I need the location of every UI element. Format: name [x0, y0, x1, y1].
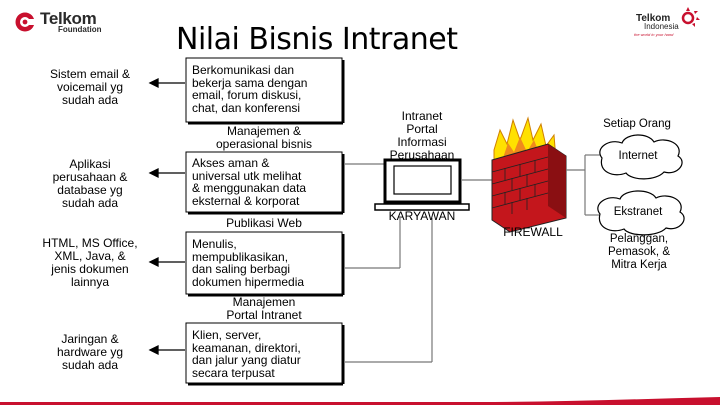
left-label-formats: HTML, MS Office, XML, Java, & jenis doku…: [20, 237, 160, 289]
box-communication-text: Berkomunikasi dan bekerja sama dengan em…: [192, 64, 340, 114]
ekstranet-label: Ekstranet: [600, 206, 676, 219]
firewall-label: FIREWALL: [488, 226, 578, 239]
box-business-header: Manajemen & operasional bisnis: [186, 125, 342, 151]
internet-label: Internet: [600, 150, 676, 163]
footer-red-line: [0, 397, 720, 405]
portal-label: Intranet Portal Informasi Perusahaan: [372, 110, 472, 162]
left-label-apps: Aplikasi perusahaan & database yg sudah …: [20, 158, 160, 210]
box-portal-mgmt-header: Manajemen Portal Intranet: [186, 296, 342, 322]
firewall-cloud-lines: [566, 155, 600, 215]
setiap-orang-label: Setiap Orang: [582, 118, 692, 131]
box-portal-mgmt-text: Klien, server, keamanan, direktori, dan …: [192, 329, 340, 379]
partners-label: Pelanggan, Pemasok, & Mitra Kerja: [584, 233, 694, 272]
monitor-icon: [375, 160, 469, 210]
box-publish-text: Menulis, mempublikasikan, dan saling ber…: [192, 238, 340, 288]
box-publish-header: Publikasi Web: [186, 217, 342, 230]
left-arrows: [150, 79, 185, 354]
left-label-email: Sistem email & voicemail yg sudah ada: [20, 68, 160, 107]
box-business-text: Akses aman & universal utk melihat & men…: [192, 157, 340, 207]
karyawan-label: KARYAWAN: [362, 210, 482, 223]
left-label-network: Jaringan & hardware yg sudah ada: [20, 333, 160, 372]
firewall-wall-icon: [492, 144, 566, 232]
